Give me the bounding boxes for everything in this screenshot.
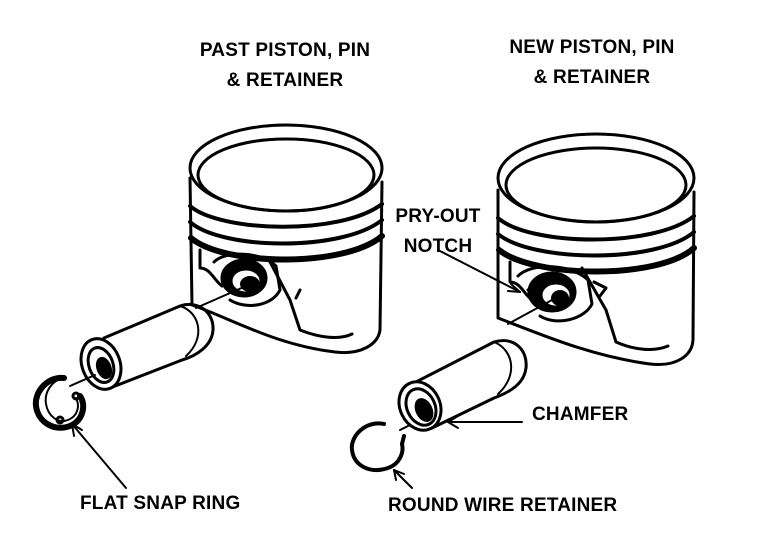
pry-out-notch-label: PRY-OUT NOTCH (383, 202, 493, 262)
new-title-line2: & RETAINER (533, 67, 651, 88)
round-wire-retainer-leader (393, 469, 413, 489)
chamfer-label: CHAMFER (532, 404, 629, 425)
past-title-line1: PAST PISTON, PIN (199, 40, 371, 61)
new-piston (496, 132, 697, 366)
past-wrist-pin (69, 303, 215, 391)
pry-line1: PRY-OUT (395, 206, 481, 227)
round-wire-retainer (349, 421, 406, 472)
pry-line2: NOTCH (403, 236, 473, 257)
past-piston (188, 123, 385, 355)
new-wrist-pin (397, 339, 528, 432)
new-title-line1: NEW PISTON, PIN (509, 37, 675, 58)
flat-snap-ring (32, 374, 87, 431)
new-piston-title: NEW PISTON, PIN & RETAINER (477, 33, 707, 93)
round-wire-retainer-label: ROUND WIRE RETAINER (388, 495, 618, 516)
past-title-line2: & RETAINER (226, 70, 344, 91)
flat-snap-ring-label: FLAT SNAP RING (80, 493, 241, 514)
past-piston-title: PAST PISTON, PIN & RETAINER (170, 36, 400, 96)
pry-out-notch-leader (437, 249, 521, 293)
flat-snap-ring-leader (71, 423, 127, 489)
